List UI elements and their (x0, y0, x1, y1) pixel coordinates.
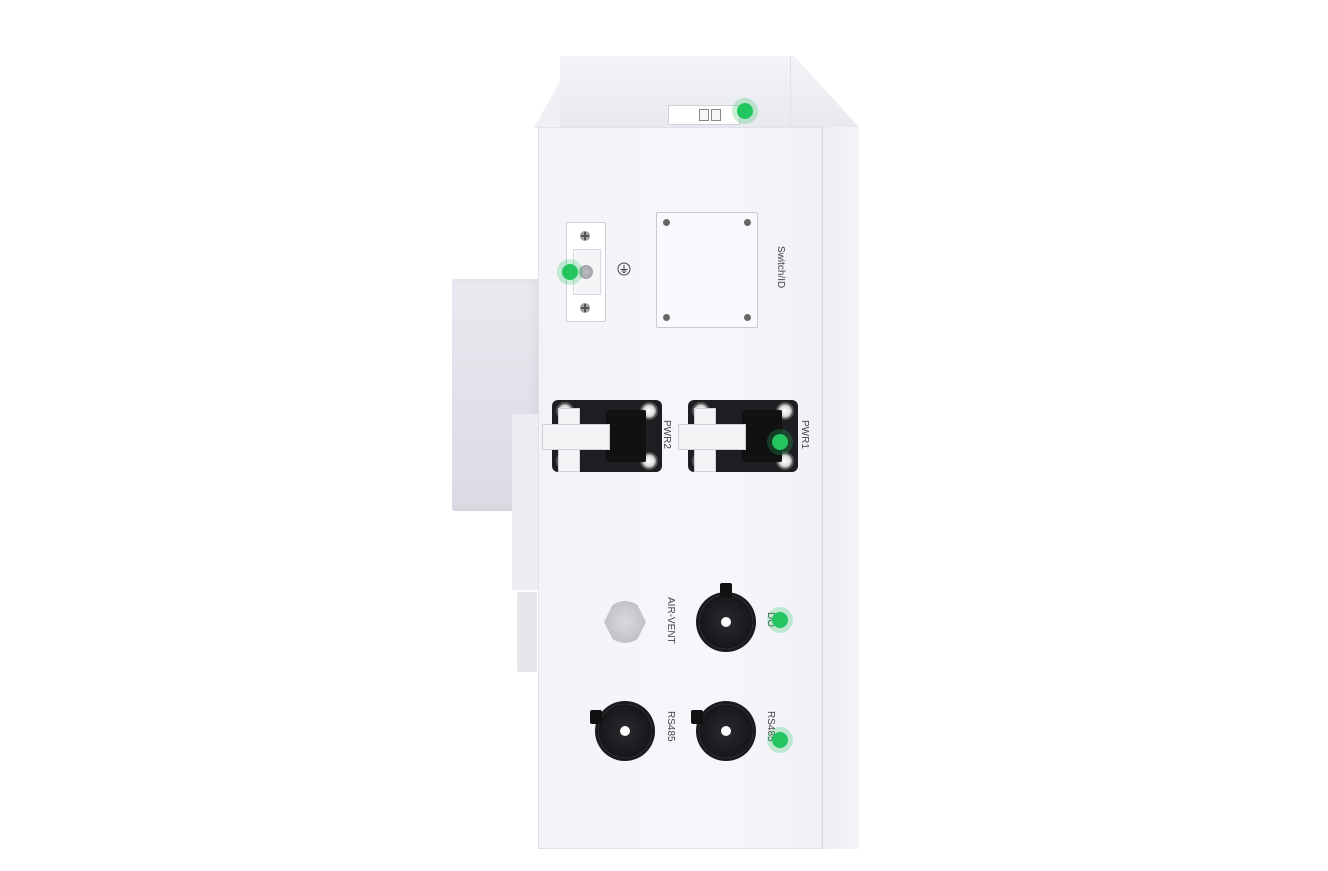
connector-tab (720, 583, 732, 597)
rs485-left-connector (590, 704, 652, 758)
screw-icon (744, 219, 751, 226)
hotspot-do[interactable] (772, 612, 788, 628)
pwr2-label: PWR2 (661, 420, 672, 449)
dip-switch (668, 105, 740, 125)
switch-id-panel (656, 212, 758, 328)
dip-switch-lever (711, 109, 721, 121)
screw-icon (663, 219, 670, 226)
switch-id-label: Switch/ID (775, 246, 786, 289)
dip-switch-lever (699, 109, 709, 121)
air-vent-label: AIR-VENT (665, 597, 676, 644)
side-bracket (512, 414, 542, 590)
rs485-right-connector (691, 704, 753, 758)
hotspot-dip-switch[interactable] (737, 103, 753, 119)
screw-icon (580, 231, 590, 241)
pwr1-connector (678, 400, 798, 472)
do-connector (699, 583, 753, 649)
rs485-left-label: RS485 (665, 711, 676, 742)
connector-tab (590, 710, 602, 724)
device-right-face (822, 127, 859, 849)
screw-icon (580, 303, 590, 313)
connector-pin (721, 726, 731, 736)
connector-body (606, 410, 646, 462)
ground-hole (579, 265, 593, 279)
ground-symbol-icon (617, 262, 631, 276)
hotspot-ground-terminal[interactable] (562, 264, 578, 280)
hotspot-rs485[interactable] (772, 732, 788, 748)
connector-pin (620, 726, 630, 736)
top-seam (790, 56, 791, 128)
pwr1-label: PWR1 (799, 420, 810, 449)
latch (542, 424, 610, 450)
screw-icon (663, 314, 670, 321)
screw-icon (744, 314, 751, 321)
air-vent (604, 601, 646, 643)
latch (678, 424, 746, 450)
pwr2-connector (542, 400, 662, 472)
connector-tab (691, 710, 703, 724)
connector-pin (721, 617, 731, 627)
side-bracket-lower (517, 592, 537, 672)
hotspot-pwr1[interactable] (772, 434, 788, 450)
